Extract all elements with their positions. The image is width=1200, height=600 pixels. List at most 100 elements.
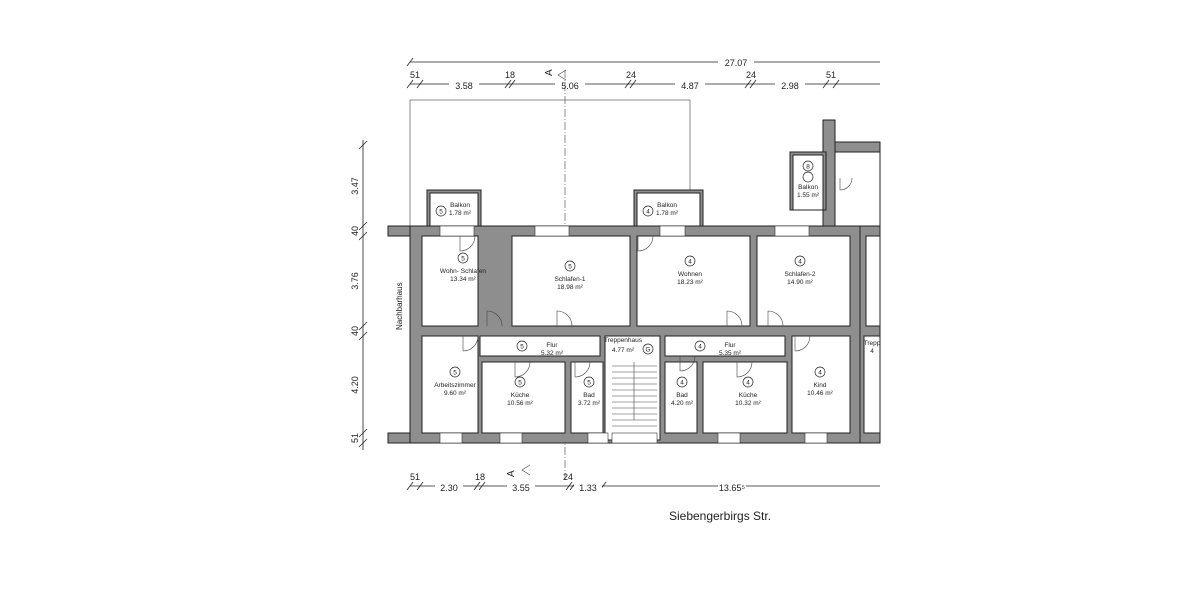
room-area: 1.78 m²	[449, 210, 472, 217]
window	[534, 225, 570, 237]
room	[429, 192, 479, 227]
section-arrow-icon	[557, 69, 567, 81]
room-name: Flur	[724, 342, 736, 349]
dimension-label: 4.20	[350, 376, 360, 394]
window	[611, 432, 658, 444]
dimension-label: 51	[826, 70, 836, 80]
door-swing	[794, 335, 811, 352]
section-marker-top: A	[544, 69, 555, 76]
room-area: 4.20 m²	[671, 400, 694, 407]
room	[756, 235, 851, 327]
room-area: 9.60 m²	[444, 390, 467, 397]
unit-number: 5	[520, 343, 524, 350]
dimension-label: 1.33	[579, 483, 597, 493]
room-area: 5.32 m²	[541, 350, 564, 357]
dimension-label: 3.55	[512, 483, 530, 493]
dimension-label: 3.47	[350, 177, 360, 195]
window	[717, 432, 741, 444]
section-arrow-icon	[521, 464, 531, 476]
room-name: Küche	[511, 392, 530, 399]
room-area: 1.55 m²	[797, 192, 820, 199]
room-area: 3.72 m²	[578, 400, 601, 407]
room-area: 18.23 m²	[677, 279, 703, 286]
unit-number: 5	[568, 263, 572, 270]
unit-circle-icon	[583, 376, 595, 388]
window	[499, 432, 523, 444]
unit-circle-icon	[684, 255, 696, 267]
section-marker-bottom: A	[506, 470, 517, 477]
room	[479, 335, 601, 357]
unit-circle-icon	[642, 205, 654, 217]
room-area: 4.77 m²	[612, 347, 635, 354]
dimension-label: 40	[350, 326, 360, 336]
room-area: 14.90 m²	[787, 279, 813, 286]
door-swing	[462, 335, 479, 352]
dimension-label: 40	[350, 226, 360, 236]
room-name: Flur	[546, 342, 558, 349]
room-name: Schlafen-1	[554, 276, 585, 283]
dimension-label: 2.98	[781, 81, 799, 91]
door-swing	[556, 310, 573, 327]
room	[421, 235, 479, 327]
room-area: 4	[870, 348, 874, 355]
dimension-label: 3.76	[350, 272, 360, 290]
room-area: 10.56 m²	[507, 400, 533, 407]
dimension-label: 2.30	[440, 483, 458, 493]
unit-number: 5	[453, 369, 457, 376]
unit-number: 4	[688, 258, 692, 265]
room	[570, 361, 604, 434]
unit-circle-icon	[676, 376, 688, 388]
unit-circle-icon	[435, 205, 447, 217]
unit-number: 5	[439, 208, 443, 215]
room	[702, 361, 788, 434]
unit-number: 5	[461, 255, 465, 262]
window	[659, 225, 686, 237]
dimension-label: 24	[563, 472, 573, 482]
door-swing	[767, 310, 784, 327]
window	[774, 225, 810, 237]
window	[439, 432, 463, 444]
unit-number: 4	[698, 343, 702, 350]
unit-number: 4	[746, 379, 750, 386]
dimension-label: 3.58	[455, 81, 473, 91]
neighbor-label: Nachbarhaus	[395, 282, 404, 330]
window	[439, 225, 475, 237]
room-name: Wohnen	[678, 271, 702, 278]
room-name: Schlafen-2	[784, 271, 815, 278]
room-name: Bad	[676, 392, 688, 399]
room-area: 18.98 m²	[557, 284, 583, 291]
window	[804, 432, 828, 444]
room	[664, 361, 698, 434]
unit-number: 4	[680, 379, 684, 386]
unit-number: 4	[646, 208, 650, 215]
room-area: 1.78 m²	[656, 210, 679, 217]
unit-circle-icon	[457, 252, 469, 264]
unit-circle-icon	[642, 343, 654, 355]
room-area: 10.46 m²	[807, 390, 833, 397]
dimension-label: 4.87	[681, 81, 699, 91]
unit-number: G	[645, 346, 650, 353]
dimension-label: 5.06	[561, 81, 579, 91]
door-swing	[736, 361, 753, 378]
room-area: 10.32 m²	[735, 400, 761, 407]
room-name: Treppenhaus	[604, 337, 643, 344]
dimension-label: 51	[410, 70, 420, 80]
door-swing	[574, 361, 591, 378]
